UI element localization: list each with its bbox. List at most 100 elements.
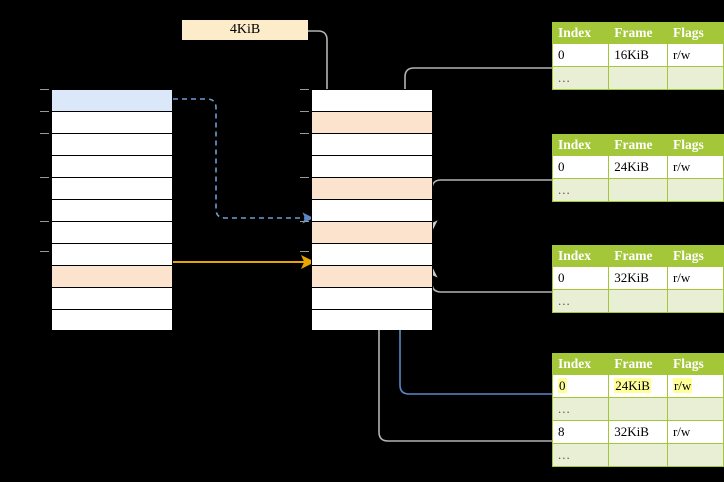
physical-column-tick xyxy=(300,133,309,134)
virtual-row xyxy=(52,244,172,266)
page-table-1: Index Frame Flags 0 16KiB r/w ... xyxy=(551,22,724,90)
virtual-row xyxy=(52,112,172,134)
page-table-2: Index Frame Flags 0 24KiB r/w ... xyxy=(551,134,724,202)
cell-flags: r/w xyxy=(666,155,724,179)
physical-row xyxy=(312,134,432,156)
page-table-4: Index Frame Flags 0 24KiB r/w ... 8 32Ki… xyxy=(551,353,724,467)
cell-index: ... xyxy=(551,289,610,313)
cell-flags xyxy=(666,289,724,313)
table-row[interactable]: 8 32KiB r/w xyxy=(551,420,724,444)
cell-index: 0 xyxy=(551,374,610,398)
column-header-index: Index xyxy=(551,353,610,375)
physical-row xyxy=(312,178,432,200)
cell-frame: 24KiB xyxy=(608,155,668,179)
table-row[interactable]: 0 24KiB r/w xyxy=(551,374,724,398)
physical-row xyxy=(312,200,432,222)
column-header-frame: Frame xyxy=(608,134,668,156)
physical-column-tick xyxy=(300,177,309,178)
virtual-column-tick xyxy=(40,177,49,178)
column-header-flags: Flags xyxy=(666,22,724,44)
virtual-row xyxy=(52,310,172,330)
table-header-row: Index Frame Flags xyxy=(551,245,724,267)
cell-index: 0 xyxy=(551,43,610,67)
virtual-row xyxy=(52,90,172,112)
column-header-flags: Flags xyxy=(666,134,724,156)
table-row: ... xyxy=(551,397,724,421)
virtual-column-tick xyxy=(40,221,49,222)
column-header-index: Index xyxy=(551,22,610,44)
cell-frame xyxy=(608,66,668,90)
virtual-column-tick xyxy=(40,111,49,112)
physical-row xyxy=(312,266,432,288)
table-row[interactable]: 0 16KiB r/w xyxy=(551,43,724,67)
physical-row xyxy=(312,156,432,178)
cell-index: 0 xyxy=(551,155,610,179)
cell-frame: 32KiB xyxy=(608,420,668,444)
cell-frame: 24KiB xyxy=(608,374,668,398)
cell-flags: r/w xyxy=(666,420,724,444)
cell-flags xyxy=(666,397,724,421)
virtual-column-tick xyxy=(40,133,49,134)
column-header-flags: Flags xyxy=(666,245,724,267)
virtual-row xyxy=(52,288,172,310)
column-header-frame: Frame xyxy=(608,245,668,267)
column-header-flags: Flags xyxy=(666,353,724,375)
column-header-index: Index xyxy=(551,134,610,156)
cell-index: 8 xyxy=(551,420,610,444)
column-header-frame: Frame xyxy=(608,22,668,44)
cell-index: ... xyxy=(551,397,610,421)
physical-column-tick xyxy=(300,221,309,222)
physical-column-tick xyxy=(300,251,309,252)
cell-flags xyxy=(666,443,724,467)
cell-flags: r/w xyxy=(666,43,724,67)
table-row[interactable]: 0 32KiB r/w xyxy=(551,266,724,290)
table-row: ... xyxy=(551,178,724,202)
physical-column-tick xyxy=(300,111,309,112)
frame-wire-24kib xyxy=(426,179,552,232)
cell-frame: 32KiB xyxy=(608,266,668,290)
blue-dashed-map-arrow xyxy=(173,98,314,224)
cell-index: 0 xyxy=(551,266,610,290)
cell-frame xyxy=(608,289,668,313)
column-header-index: Index xyxy=(551,245,610,267)
virtual-row xyxy=(52,200,172,222)
cell-frame xyxy=(608,178,668,202)
virtual-row xyxy=(52,156,172,178)
cell-flags xyxy=(666,66,724,90)
frame-wire-32kib xyxy=(426,266,552,293)
virtual-column-tick xyxy=(40,251,49,252)
cell-index-text: 0 xyxy=(558,378,567,393)
cell-frame xyxy=(608,397,668,421)
cell-index: ... xyxy=(551,443,610,467)
cell-frame-text: 24KiB xyxy=(614,378,651,393)
cell-flags-text: r/w xyxy=(672,378,693,393)
cell-frame: 16KiB xyxy=(608,43,668,67)
table-header-row: Index Frame Flags xyxy=(551,134,724,156)
table-row: ... xyxy=(551,443,724,467)
physical-row xyxy=(312,112,432,134)
physical-row xyxy=(312,222,432,244)
page-table-3: Index Frame Flags 0 32KiB r/w ... xyxy=(551,245,724,313)
physical-memory-column xyxy=(311,89,433,330)
table-header-row: Index Frame Flags xyxy=(551,353,724,375)
table-header-row: Index Frame Flags xyxy=(551,22,724,44)
cell-index: ... xyxy=(551,178,610,202)
virtual-column-tick xyxy=(40,89,49,90)
virtual-row xyxy=(52,178,172,200)
virtual-row xyxy=(52,222,172,244)
cell-flags xyxy=(666,178,724,202)
virtual-row xyxy=(52,134,172,156)
physical-row xyxy=(312,244,432,266)
physical-column-tick xyxy=(300,89,309,90)
virtual-row xyxy=(52,266,172,288)
table-row[interactable]: 0 24KiB r/w xyxy=(551,155,724,179)
virtual-address-space-column xyxy=(51,89,173,330)
physical-row xyxy=(312,288,432,310)
physical-row xyxy=(312,90,432,112)
table-row: ... xyxy=(551,66,724,90)
size-label-4kib: 4KiB xyxy=(182,20,308,40)
table-row: ... xyxy=(551,289,724,313)
cell-flags: r/w xyxy=(666,374,724,398)
cell-index: ... xyxy=(551,66,610,90)
cell-frame xyxy=(608,443,668,467)
